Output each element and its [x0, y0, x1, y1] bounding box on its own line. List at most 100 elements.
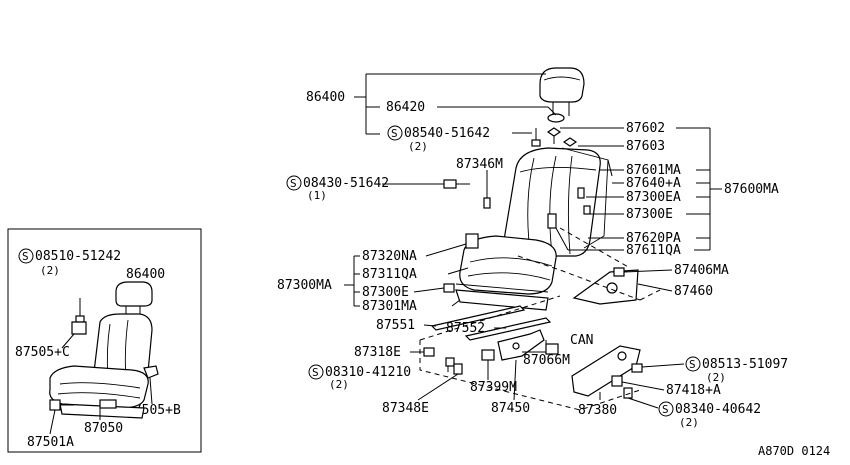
screw-symbol-icon — [387, 125, 403, 141]
screw-symbol-letter: S — [312, 366, 319, 379]
label-group-08340: S 08340-40642 (2) — [658, 401, 761, 429]
label-87552: 87552 — [446, 321, 485, 336]
label-87346M: 87346M — [456, 157, 503, 172]
label-08430-51642: 08430-51642 — [303, 176, 389, 191]
seatback-87620PA — [503, 147, 601, 257]
label-08310-41210: 08310-41210 — [325, 365, 411, 380]
cushion-pan-87301MA — [455, 289, 549, 311]
inset-label-87501A: 87501A — [27, 435, 74, 450]
label-87551: 87551 — [376, 318, 415, 333]
clip-87346M — [483, 197, 491, 209]
label-87348E: 87348E — [382, 401, 429, 416]
screw-08513 — [631, 363, 643, 373]
rail-87551 — [430, 305, 526, 331]
inset-seat-drawing — [49, 281, 159, 435]
label-86400: 86400 — [306, 90, 345, 105]
headrest-86420 — [539, 67, 585, 116]
screw-symbol-letter: S — [290, 177, 297, 190]
label-08513-51097: 08513-51097 — [702, 357, 788, 372]
screw-symbol-icon — [658, 401, 674, 417]
screw-symbol-letter: S — [689, 358, 696, 371]
inset-bolt — [49, 399, 61, 411]
main-diagram: 86400 86420 S 08540-51642 (2) 87602 8760… — [277, 67, 830, 458]
diagram-ref-code: A870D 0124 — [758, 444, 830, 458]
cap-87348E — [453, 363, 463, 375]
qty-08340: (2) — [679, 416, 699, 429]
inset-label-87050: 87050 — [84, 421, 123, 436]
clip-87399M — [481, 349, 495, 361]
inset-bracket-b — [143, 365, 159, 379]
part-87300EA — [577, 187, 585, 199]
screw-symbol-icon — [286, 175, 302, 191]
label-87320NA: 87320NA — [362, 249, 417, 264]
rail-87552 — [464, 317, 552, 341]
clip-87611QA — [547, 213, 557, 229]
label-87318E: 87318E — [354, 345, 401, 360]
label-87603: 87603 — [626, 139, 665, 154]
label-87460: 87460 — [674, 284, 713, 299]
qty-08430: (1) — [307, 189, 327, 202]
inset-screw-08510: S 08510-51242 (2) — [18, 248, 121, 277]
screw-symbol-icon — [308, 364, 324, 380]
part-87300E-right — [583, 205, 591, 215]
headrest-guide-icon — [547, 113, 565, 123]
guide-87603-icon — [562, 137, 578, 147]
label-87399M: 87399M — [470, 380, 517, 395]
label-08510-51242: 08510-51242 — [35, 249, 121, 264]
label-86420: 86420 — [386, 100, 425, 115]
inset-switch — [99, 399, 117, 409]
cushion-87320NA — [459, 233, 557, 295]
screw-symbol-letter: S — [22, 250, 29, 263]
label-group-08430: S 08430-51642 (1) — [286, 175, 389, 202]
guide-87602-icon — [546, 127, 562, 137]
screw-symbol-icon — [685, 356, 701, 372]
inset-frame — [7, 228, 202, 453]
label-87620PA: 87620PA — [626, 231, 681, 246]
label-87418A: 87418+A — [666, 383, 721, 398]
label-08340-40642: 08340-40642 — [675, 402, 761, 417]
label-group-08540: S 08540-51642 (2) — [387, 125, 490, 153]
part-87406MA — [613, 267, 625, 277]
label-87301MA: 87301MA — [362, 299, 417, 314]
label-87602: 87602 — [626, 121, 665, 136]
label-87600MA: 87600MA — [724, 182, 779, 197]
screw-08540-icon — [531, 139, 541, 147]
label-87601MA: 87601MA — [626, 163, 681, 178]
label-87300E-right: 87300E — [626, 207, 673, 222]
qty-08540: (2) — [408, 140, 428, 153]
label-can: CAN — [570, 333, 593, 348]
cushion-clip — [465, 233, 479, 249]
label-87300EA: 87300EA — [626, 190, 681, 205]
screw-symbol-icon — [18, 248, 34, 264]
label-87611QA: 87611QA — [626, 243, 681, 258]
label-group-08310: S 08310-41210 (2) — [308, 364, 411, 391]
part-87318E — [423, 347, 435, 357]
qty-08310: (2) — [329, 378, 349, 391]
label-87450: 87450 — [491, 401, 530, 416]
label-87406MA: 87406MA — [674, 263, 729, 278]
inset-headrest — [115, 281, 153, 307]
screw-symbol-letter: S — [391, 127, 398, 140]
clip-87300E-left — [443, 283, 455, 293]
seatback-frame-87601MA — [561, 147, 609, 249]
label-group-08513: S 08513-51097 (2) — [685, 356, 788, 384]
label-87300MA: 87300MA — [277, 278, 332, 293]
knob-87418A — [611, 375, 623, 387]
bolt-08430 — [443, 179, 457, 189]
label-87380: 87380 — [578, 403, 617, 418]
inset-panel: S 08510-51242 (2) 86400 87505+C 87505+B … — [7, 228, 202, 453]
qty-08510: (2) — [40, 264, 60, 277]
screw-08340 — [623, 387, 633, 399]
label-87300E-left: 87300E — [362, 285, 409, 300]
label-87640A: 87640+A — [626, 176, 681, 191]
bolt-08310 — [445, 357, 455, 367]
label-87066M: 87066M — [523, 353, 570, 368]
inset-bracket-c — [71, 321, 87, 335]
bracket-87450 — [497, 329, 545, 361]
inset-label-86400: 86400 — [126, 267, 165, 282]
inset-label-87505C: 87505+C — [15, 345, 70, 360]
label-87311QA: 87311QA — [362, 267, 417, 282]
label-08540-51642: 08540-51642 — [404, 126, 490, 141]
screw-symbol-letter: S — [662, 403, 669, 416]
